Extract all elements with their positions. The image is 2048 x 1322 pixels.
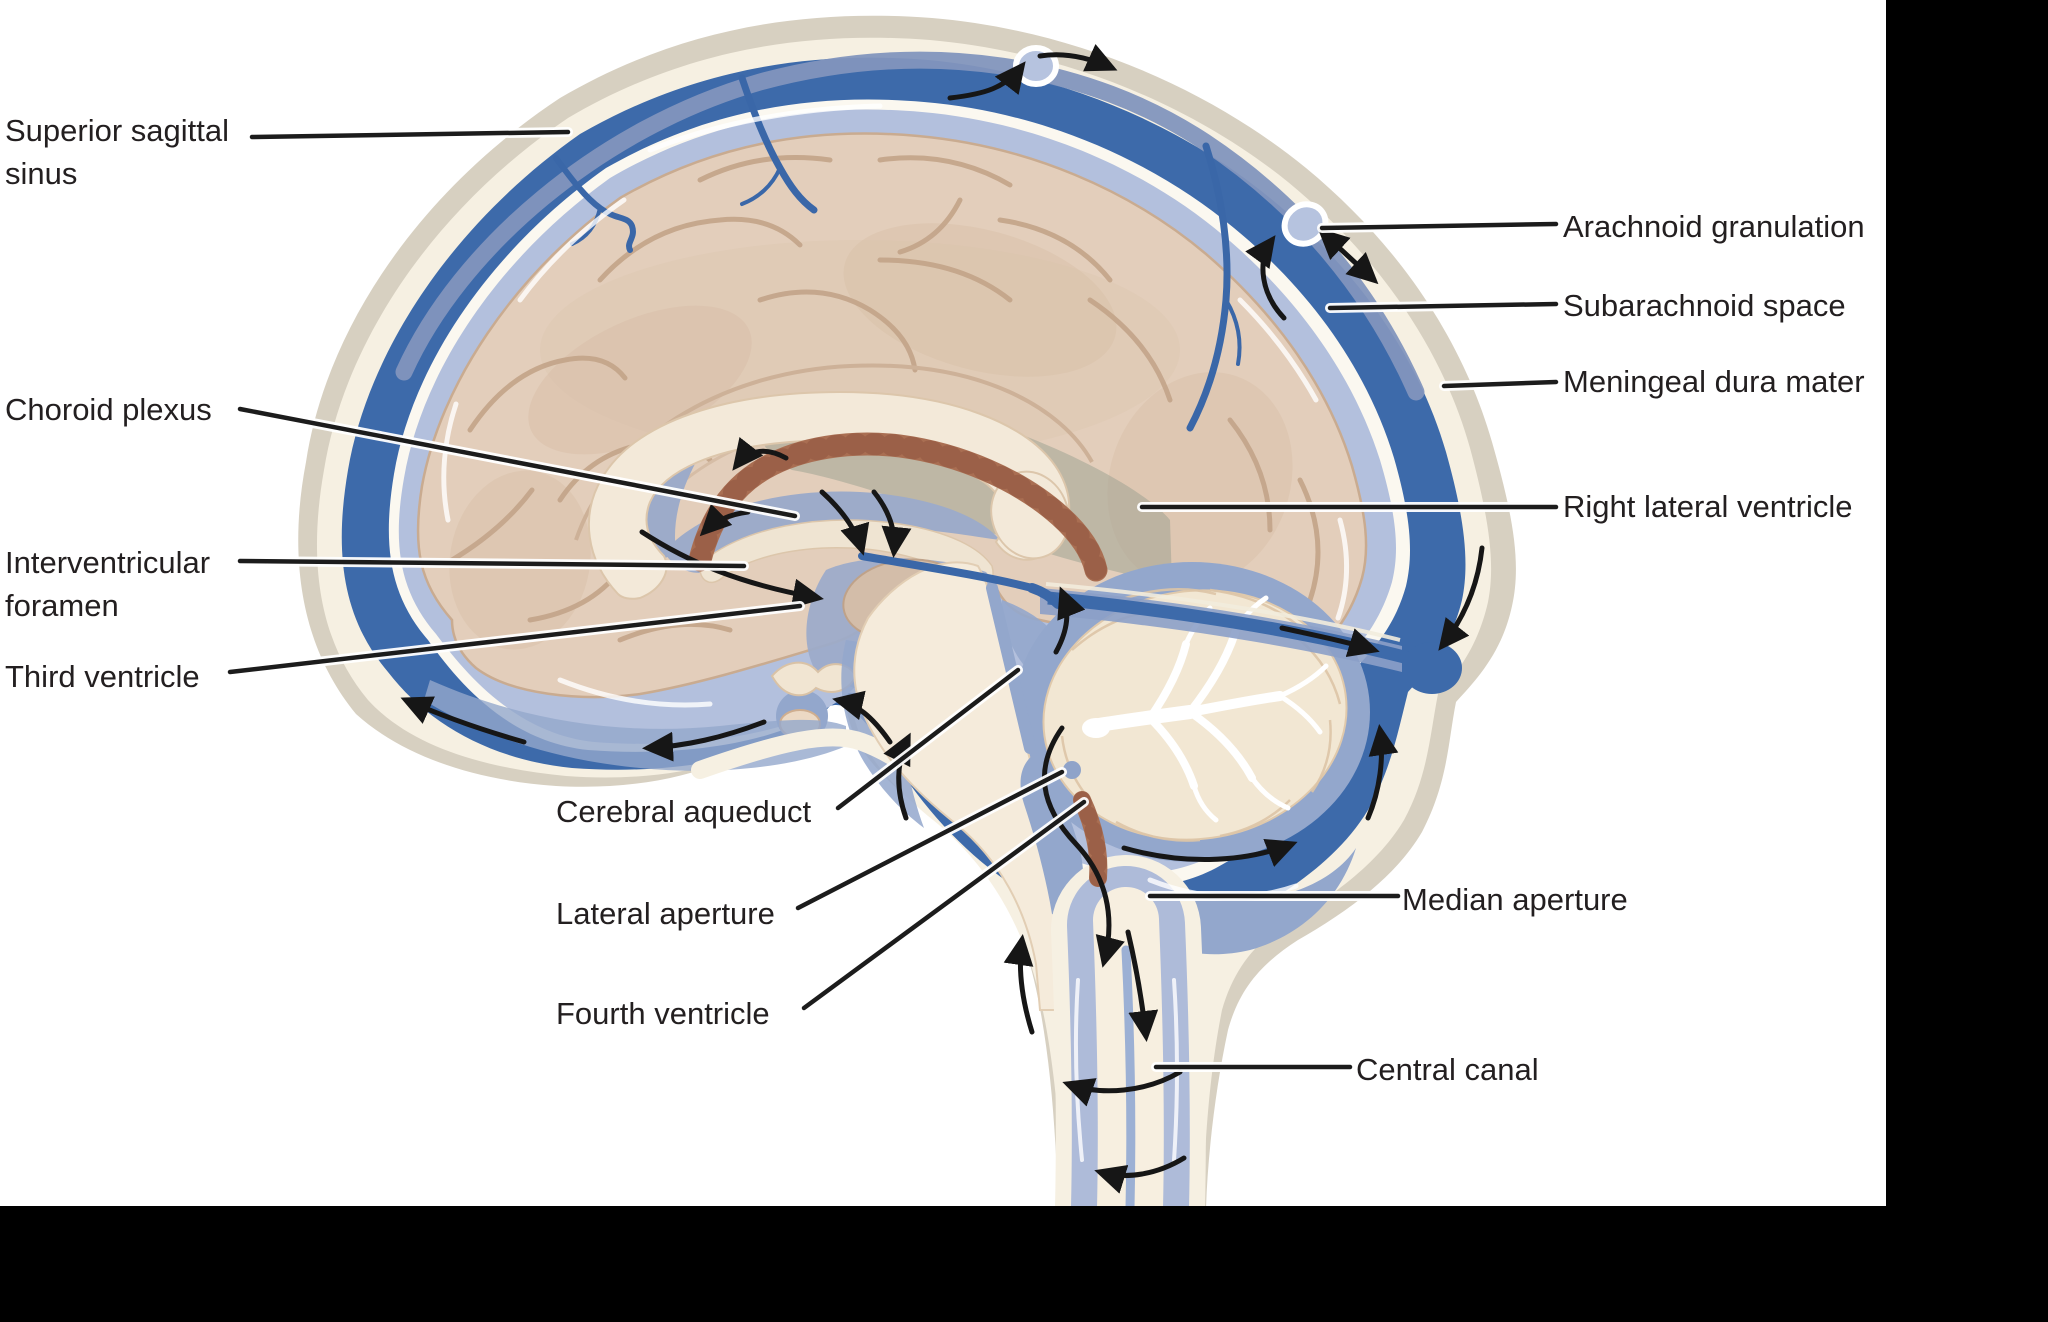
label-interventricular-foramen: Interventricular foramen bbox=[5, 545, 211, 623]
cerebral-veins bbox=[553, 74, 1242, 609]
leader-meningeal-dura-mater bbox=[1441, 379, 1559, 389]
leader-third-ventricle bbox=[227, 603, 803, 675]
label-cerebral-aqueduct: Cerebral aqueduct bbox=[556, 794, 812, 829]
leader-choroid-plexus bbox=[237, 406, 798, 519]
label-meningeal-dura-mater: Meningeal dura mater bbox=[1563, 364, 1865, 399]
label-central-canal: Central canal bbox=[1356, 1052, 1539, 1087]
label-subarachnoid-space: Subarachnoid space bbox=[1563, 288, 1846, 323]
label-superior-sagittal-sinus: Superior sagittal sinus bbox=[5, 113, 230, 191]
letterbox-right bbox=[1886, 0, 2048, 1322]
leader-superior-sagittal-sinus bbox=[249, 129, 571, 140]
label-fourth-ventricle: Fourth ventricle bbox=[556, 996, 770, 1031]
brainstem bbox=[853, 561, 1084, 1011]
label-third-ventricle: Third ventricle bbox=[5, 659, 200, 694]
leader-lines bbox=[225, 127, 1561, 1072]
leader-subarachnoid-space bbox=[1327, 301, 1559, 311]
cerebral-aqueduct-channel bbox=[986, 582, 1036, 754]
leader-fourth-ventricle bbox=[801, 799, 1087, 1011]
choroid-plexus bbox=[688, 432, 1108, 887]
label-median-aperture: Median aperture bbox=[1402, 882, 1628, 917]
lateral-aperture-opening bbox=[1063, 761, 1081, 779]
label-arachnoid-granulation: Arachnoid granulation bbox=[1563, 209, 1865, 244]
letterbox-bottom bbox=[0, 1206, 2048, 1322]
label-lateral-aperture: Lateral aperture bbox=[556, 896, 775, 931]
csf-flow-arrows bbox=[400, 44, 1485, 1194]
central-canal-channel bbox=[1121, 945, 1136, 1213]
leader-cerebral-aqueduct bbox=[835, 667, 1021, 811]
fourth-ventricle-space bbox=[1020, 750, 1084, 922]
leader-lateral-aperture bbox=[795, 769, 1065, 911]
label-choroid-plexus: Choroid plexus bbox=[5, 392, 212, 427]
leader-interventricular-foramen bbox=[237, 558, 747, 569]
label-right-lateral-ventricle: Right lateral ventricle bbox=[1563, 489, 1853, 524]
leader-arachnoid-granulation bbox=[1319, 221, 1559, 231]
